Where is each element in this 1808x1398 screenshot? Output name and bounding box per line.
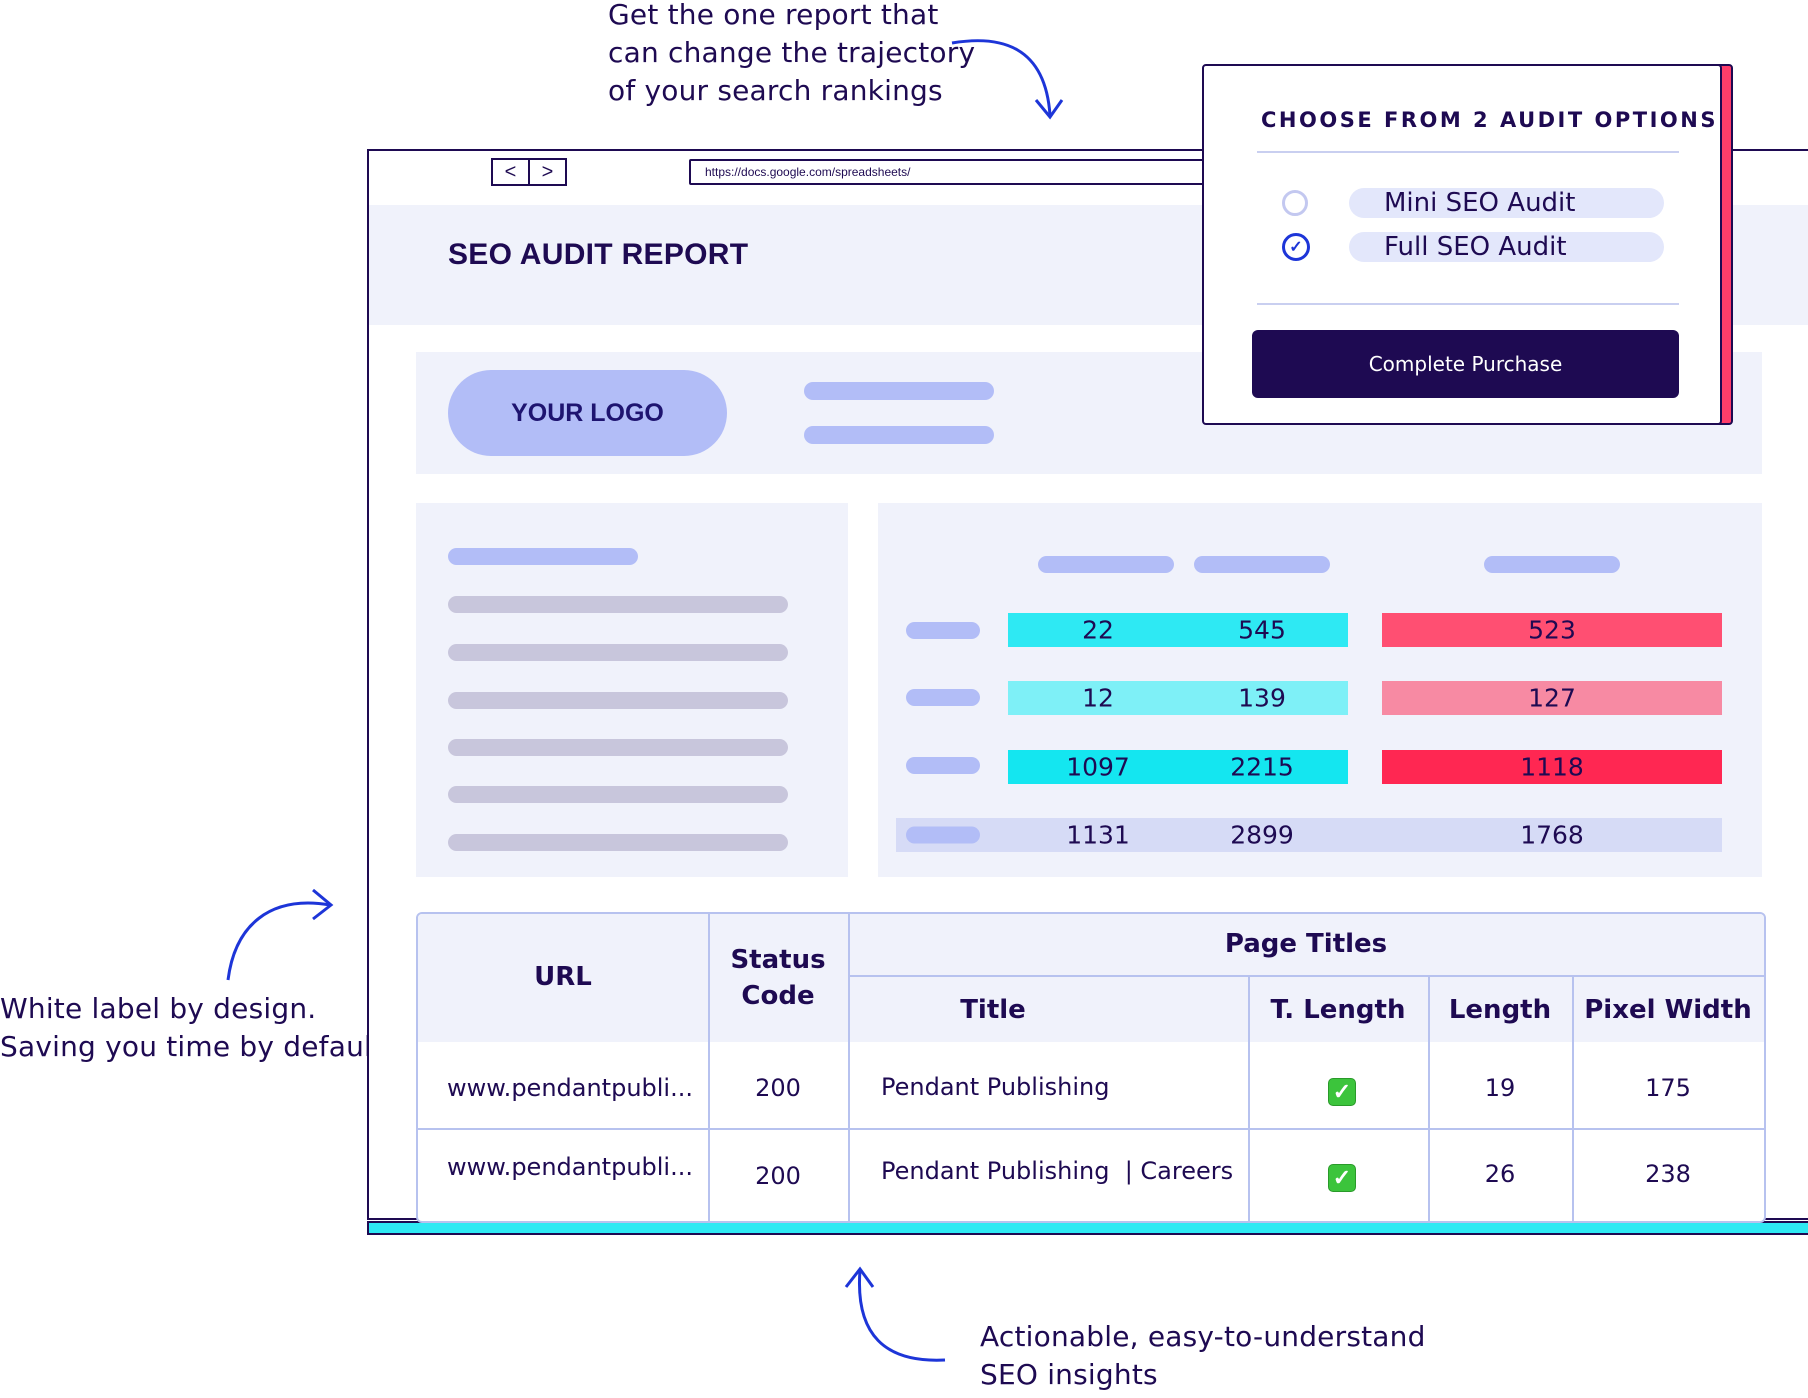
cell-status: 200 xyxy=(755,1074,801,1102)
divider xyxy=(1428,975,1430,1221)
placeholder-line xyxy=(448,786,788,803)
popup-title: CHOOSE FROM 2 AUDIT OPTIONS xyxy=(1261,108,1718,132)
check-icon: ✓ xyxy=(1328,1164,1356,1192)
header-length[interactable]: Length xyxy=(1448,995,1552,1025)
row-label-placeholder xyxy=(906,689,980,706)
column-header-placeholder xyxy=(1194,556,1330,573)
metric-value: 1768 xyxy=(1520,820,1584,850)
browser-bottom-bar xyxy=(367,1221,1808,1235)
row-label-placeholder xyxy=(906,622,980,639)
header-title[interactable]: Title xyxy=(960,995,1026,1025)
divider xyxy=(848,975,1764,977)
annotation-bottom: Actionable, easy-to-understand SEO insig… xyxy=(980,1318,1426,1394)
column-header-placeholder xyxy=(1038,556,1174,573)
arrow-right-icon xyxy=(226,888,334,981)
cell-pixel-width: 238 xyxy=(1645,1160,1691,1188)
cell-status: 200 xyxy=(755,1162,801,1190)
chevron-left-icon[interactable]: < xyxy=(504,161,517,183)
metric-value: 2215 xyxy=(1230,752,1294,782)
placeholder-line xyxy=(448,692,788,709)
metric-value: 12 xyxy=(1082,683,1114,713)
placeholder-line xyxy=(448,596,788,613)
divider xyxy=(1572,975,1574,1221)
placeholder-line xyxy=(804,426,994,444)
divider xyxy=(1257,303,1679,305)
metric-value: 545 xyxy=(1238,615,1286,645)
placeholder-line xyxy=(804,382,994,400)
option-mini-seo-audit[interactable]: Mini SEO Audit xyxy=(1349,188,1664,218)
metric-value: 1097 xyxy=(1066,752,1130,782)
divider xyxy=(1257,151,1679,153)
placeholder-line xyxy=(448,644,788,661)
chevron-right-icon[interactable]: > xyxy=(528,160,565,184)
cell-pixel-width: 175 xyxy=(1645,1074,1691,1102)
table-header-background xyxy=(418,914,1764,1042)
divider xyxy=(418,1128,1764,1130)
placeholder-heading xyxy=(448,548,638,565)
metric-value: 523 xyxy=(1528,615,1576,645)
cell-url[interactable]: www.pendantpubli... xyxy=(447,1153,693,1181)
annotation-bottom-line-1: Actionable, easy-to-understand xyxy=(980,1320,1426,1353)
arrow-up-icon xyxy=(844,1266,946,1362)
metric-value: 1131 xyxy=(1066,820,1130,850)
annotation-top: Get the one report that can change the t… xyxy=(608,0,975,110)
metric-cyan-cell: 1097 2215 xyxy=(1008,750,1348,784)
annotation-left: White label by design. Saving you time b… xyxy=(0,990,383,1066)
metric-cyan-cell: 22 545 xyxy=(1008,613,1348,647)
placeholder-line xyxy=(448,739,788,756)
annotation-left-line-2: Saving you time by default xyxy=(0,1030,384,1063)
metric-value: 2899 xyxy=(1230,820,1294,850)
metric-red-cell: 1118 xyxy=(1382,750,1722,784)
page-titles-table: URL Status Code Page Titles Title T. Len… xyxy=(416,912,1766,1223)
metric-value: 1118 xyxy=(1520,752,1584,782)
summary-panel xyxy=(416,503,848,877)
divider xyxy=(848,914,850,1221)
url-bar[interactable]: https://docs.google.com/spreadsheets/ xyxy=(689,159,1209,185)
cell-title: Pendant Publishing | Careers xyxy=(881,1157,1234,1185)
annotation-top-line-3: of your search rankings xyxy=(608,74,943,107)
cell-length: 19 xyxy=(1484,1074,1516,1102)
header-t-length[interactable]: T. Length xyxy=(1270,995,1406,1025)
cell-url[interactable]: www.pendantpubli... xyxy=(447,1074,693,1102)
annotation-bottom-line-2: SEO insights xyxy=(980,1358,1158,1391)
metric-red-cell: 127 xyxy=(1382,681,1722,715)
arrow-down-icon xyxy=(951,39,1064,120)
annotation-left-line-1: White label by design. xyxy=(0,992,317,1025)
check-icon: ✓ xyxy=(1328,1078,1356,1106)
header-url[interactable]: URL xyxy=(534,962,592,992)
annotation-top-line-2: can change the trajectory xyxy=(608,36,976,69)
header-status-code[interactable]: Status Code xyxy=(708,942,848,1014)
header-page-titles: Page Titles xyxy=(1224,929,1388,959)
header-status-line-1: Status xyxy=(730,945,826,975)
divider xyxy=(708,914,710,1221)
radio-unchecked-icon[interactable] xyxy=(1282,190,1308,216)
cell-length: 26 xyxy=(1484,1160,1516,1188)
metric-total-row: 1131 2899 1768 xyxy=(896,818,1722,852)
header-pixel-width[interactable]: Pixel Width xyxy=(1584,995,1752,1025)
browser-nav-buttons: < > xyxy=(491,158,567,186)
logo-placeholder: YOUR LOGO xyxy=(448,370,727,456)
column-header-placeholder xyxy=(1484,556,1620,573)
metric-cyan-cell: 12 139 xyxy=(1008,681,1348,715)
placeholder-line xyxy=(448,834,788,851)
metric-value: 139 xyxy=(1238,683,1286,713)
row-label-placeholder xyxy=(906,757,980,774)
option-full-seo-audit[interactable]: Full SEO Audit xyxy=(1349,232,1664,262)
annotation-top-line-1: Get the one report that xyxy=(608,0,939,31)
metric-value: 22 xyxy=(1082,615,1114,645)
report-title: SEO AUDIT REPORT xyxy=(448,238,749,271)
metric-red-cell: 523 xyxy=(1382,613,1722,647)
complete-purchase-button[interactable]: Complete Purchase xyxy=(1252,330,1679,398)
metric-value: 127 xyxy=(1528,683,1576,713)
row-label-placeholder xyxy=(906,826,980,844)
cell-title: Pendant Publishing xyxy=(881,1073,1110,1101)
header-status-line-2: Code xyxy=(741,981,815,1011)
divider xyxy=(1248,975,1250,1221)
radio-checked-icon[interactable]: ✓ xyxy=(1282,233,1310,261)
